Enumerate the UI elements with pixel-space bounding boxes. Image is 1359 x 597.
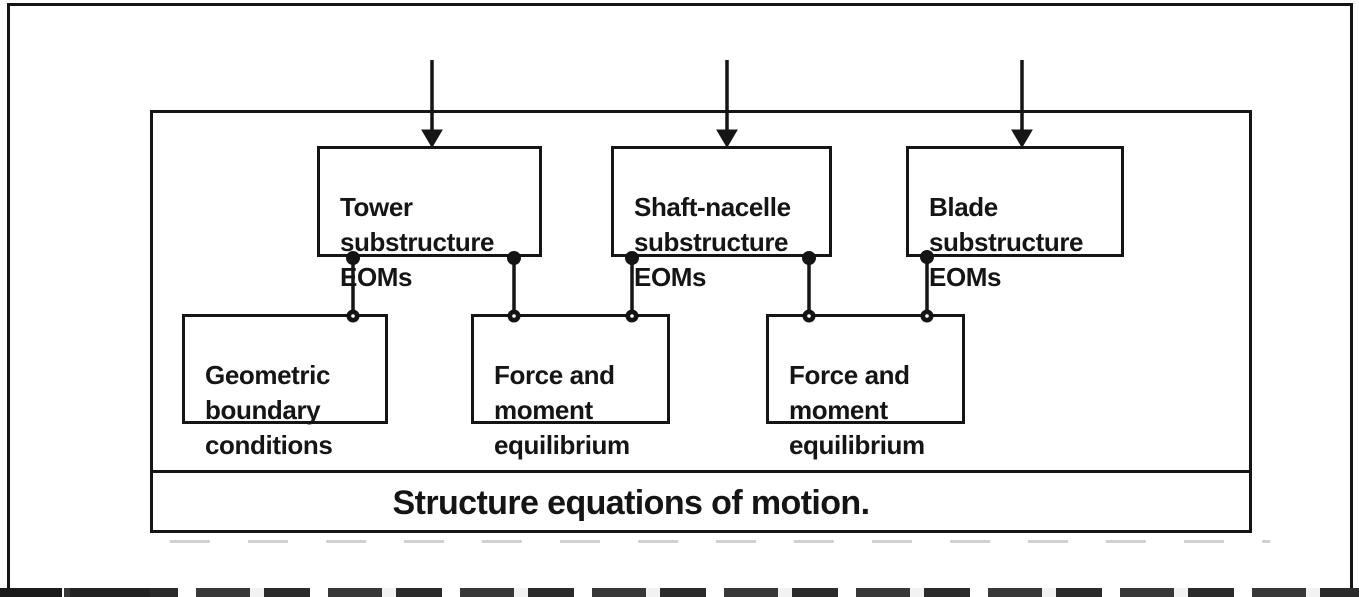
figure-caption: Structure equations of motion. <box>392 483 871 522</box>
box-shaft-nacelle-label: Shaft-nacelle substructure EOMs <box>634 192 791 292</box>
box-geometric-label: Geometric boundary conditions <box>205 360 333 460</box>
box-force-2-label: Force and moment equilibrium <box>789 360 925 460</box>
box-geometric-boundary-conditions: Geometric boundary conditions <box>182 314 388 460</box>
scan-artifact-line <box>170 540 1270 543</box>
box-force-moment-equilibrium-1: Force and moment equilibrium <box>471 314 670 460</box>
scan-artifact-bottom-edge <box>0 588 1359 597</box>
page-border-frame <box>7 3 1353 592</box>
box-blade-substructure-eoms: Blade substructure EOMs <box>906 146 1124 292</box>
box-force-1-label: Force and moment equilibrium <box>494 360 630 460</box>
box-blade-label: Blade substructure EOMs <box>929 192 1084 292</box>
box-force-moment-equilibrium-2: Force and moment equilibrium <box>766 314 965 460</box>
box-shaft-nacelle-substructure-eoms: Shaft-nacelle substructure EOMs <box>611 146 832 292</box>
caption-strip: Structure equations of motion. <box>150 470 1252 533</box>
structure-eom-assembly-box <box>150 110 1252 533</box>
box-tower-substructure-eoms: Tower substructure EOMs <box>317 146 542 292</box>
